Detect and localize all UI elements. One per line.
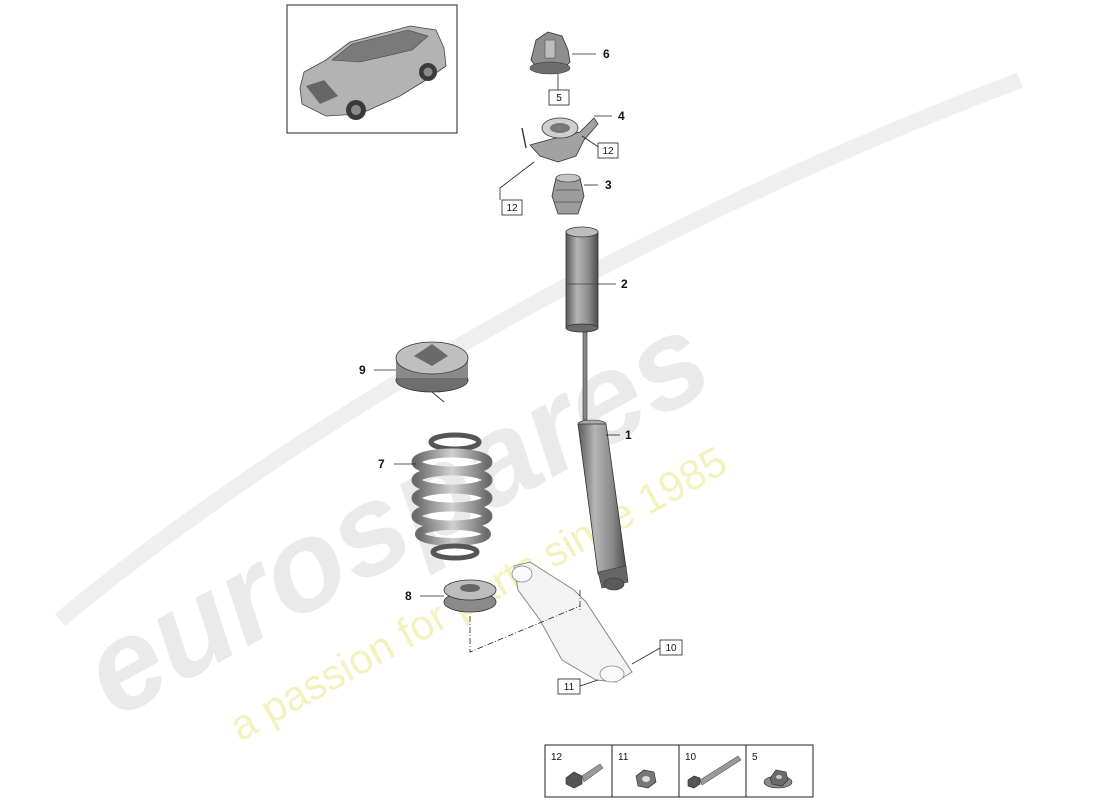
- part-8-spring-seat: [443, 579, 497, 613]
- callout-numbers: 6 4 3 2 1 9 7 8: [359, 47, 632, 603]
- callout-9: 9: [359, 363, 366, 377]
- callout-6: 6: [603, 47, 610, 61]
- flange-nut-icon: [763, 769, 793, 789]
- legend-num-10: 10: [685, 752, 697, 763]
- part-7-coil-spring: [411, 432, 493, 561]
- ref-box-11: 11: [564, 682, 575, 693]
- callout-1: 1: [625, 428, 632, 442]
- watermark: eurospares a passion for parts since 198…: [54, 72, 1023, 750]
- ref-box-12-right: 12: [602, 146, 614, 157]
- part-4-strut-mount: [521, 117, 599, 163]
- callout-8: 8: [405, 589, 412, 603]
- ref-box-12-left: 12: [506, 203, 518, 214]
- part-1-shock-absorber: [577, 331, 629, 591]
- legend-num-11: 11: [618, 752, 629, 763]
- reference-boxes: 5 12 12 10 11: [501, 89, 683, 695]
- ref-box-10: 10: [665, 643, 677, 654]
- watermark-swoosh: [54, 72, 1023, 627]
- part-9-spring-pad: [395, 341, 469, 403]
- callout-2: 2: [621, 277, 628, 291]
- legend-num-5: 5: [752, 752, 758, 763]
- ref-box-5: 5: [556, 93, 562, 104]
- nut-icon: [635, 769, 657, 789]
- long-bolt-icon: [687, 755, 742, 789]
- part-3-bump-stop: [551, 173, 585, 215]
- bolt-icon: [565, 763, 604, 789]
- leader-lines: [374, 53, 661, 687]
- car-icon: [299, 25, 447, 120]
- control-arm: [511, 561, 633, 683]
- callout-3: 3: [605, 178, 612, 192]
- legend-num-12: 12: [551, 752, 563, 763]
- vehicle-thumbnail: [286, 4, 458, 134]
- part-2-protective-tube: [565, 226, 599, 333]
- callout-7: 7: [378, 457, 385, 471]
- callout-4: 4: [618, 109, 625, 123]
- part-6-top-mount: [529, 31, 571, 75]
- fastener-legend: 12 11 10 5: [544, 744, 814, 798]
